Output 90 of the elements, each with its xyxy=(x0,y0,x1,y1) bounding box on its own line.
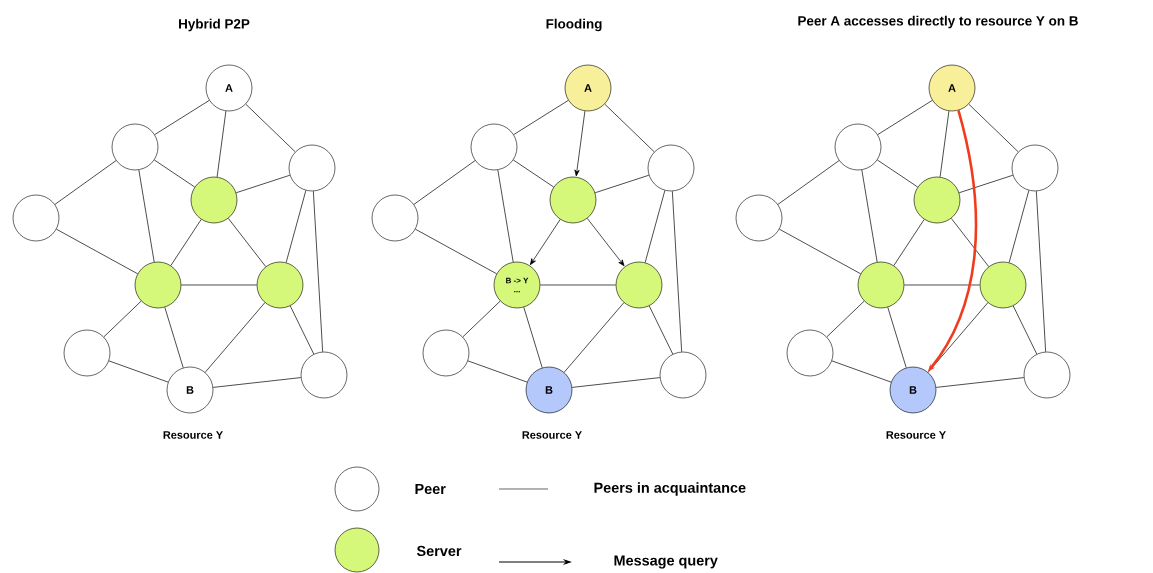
server-circle xyxy=(615,261,663,309)
connection-line xyxy=(887,306,907,369)
peer-circle xyxy=(470,123,518,171)
connection-line xyxy=(927,302,989,373)
connection-line xyxy=(1008,190,1030,263)
server-circle xyxy=(979,261,1027,309)
connection-line xyxy=(227,218,267,267)
connection-line xyxy=(1012,305,1038,355)
connection-line xyxy=(164,306,184,369)
peer-circle xyxy=(1023,351,1071,399)
node-label: Resource Y xyxy=(886,431,946,439)
connection-line xyxy=(594,174,650,194)
connection-line xyxy=(235,174,291,194)
server-circle xyxy=(190,176,238,224)
connection-line xyxy=(968,103,1019,153)
connection-line xyxy=(903,284,981,286)
connection-line xyxy=(108,360,169,383)
connection-line xyxy=(861,169,878,263)
peer-circle xyxy=(288,144,336,192)
peer-circle xyxy=(735,194,783,242)
connection-line xyxy=(523,306,543,369)
connection-line xyxy=(180,284,258,286)
arrow xyxy=(530,219,561,266)
peer-circle xyxy=(786,329,834,377)
connection-line xyxy=(935,377,1025,388)
connection-line xyxy=(831,360,892,383)
legend-label: Message query xyxy=(614,555,718,569)
connection-line xyxy=(467,360,528,383)
server-circle xyxy=(134,261,182,309)
connection-line xyxy=(958,174,1014,194)
server-circle xyxy=(857,261,905,309)
connection-line xyxy=(56,228,138,275)
connection-line xyxy=(154,100,210,135)
connection-line xyxy=(212,377,302,388)
connection-line xyxy=(103,300,142,338)
connection-line xyxy=(497,169,514,263)
node-label: Resource Y xyxy=(522,431,582,439)
connection-line xyxy=(415,228,497,275)
server-circle xyxy=(549,176,597,224)
connection-line xyxy=(826,300,865,338)
peer-circle xyxy=(12,194,60,242)
connection-line xyxy=(245,103,296,153)
connection-line xyxy=(313,190,323,353)
connection-line xyxy=(285,190,307,263)
connection-line xyxy=(779,228,861,275)
connection-line xyxy=(563,302,625,373)
connection-line xyxy=(877,159,918,188)
peer-circle xyxy=(834,123,882,171)
connection-line xyxy=(950,218,990,267)
connection-line xyxy=(289,305,315,355)
connection-line xyxy=(644,190,666,263)
legend-label: Peer xyxy=(415,483,446,495)
connection-line xyxy=(413,160,476,205)
peer-circle xyxy=(647,144,695,192)
connection-line xyxy=(604,103,655,153)
peer-circle xyxy=(300,351,348,399)
node-label: Resource Y xyxy=(163,431,223,439)
peer-circle xyxy=(63,329,111,377)
connection-line xyxy=(54,160,117,205)
panel-title: Flooding xyxy=(546,18,602,32)
connection-line xyxy=(539,284,617,286)
connection-line xyxy=(170,219,202,266)
connection-line xyxy=(893,219,925,266)
server-circle xyxy=(913,176,961,224)
connection-line xyxy=(939,110,950,178)
connection-line xyxy=(216,110,227,178)
connection-line xyxy=(462,300,501,338)
connection-line xyxy=(877,100,933,135)
connection-line xyxy=(513,159,554,188)
peer-circle xyxy=(1011,144,1059,192)
connection-line xyxy=(571,377,661,388)
connection-line xyxy=(777,160,840,205)
connection-line xyxy=(204,302,266,373)
panel-title: Peer A accesses directly to resource Y on B xyxy=(798,15,1078,29)
legend-label: Peers in acquaintance xyxy=(594,482,746,496)
legend-label: Server xyxy=(416,545,462,557)
connection-line xyxy=(672,190,682,353)
arrow xyxy=(574,110,586,177)
server-circle xyxy=(256,261,304,309)
peer-circle xyxy=(659,351,707,399)
peer-circle xyxy=(111,123,159,171)
arrow xyxy=(586,218,625,267)
connection-line xyxy=(1036,190,1046,353)
panel-title: Hybrid P2P xyxy=(179,18,250,32)
connection-line xyxy=(154,159,195,188)
connection-line xyxy=(138,169,155,263)
peer-circle xyxy=(422,329,470,377)
connection-line xyxy=(513,100,569,135)
connection-line xyxy=(648,305,674,355)
peer-circle xyxy=(371,194,419,242)
